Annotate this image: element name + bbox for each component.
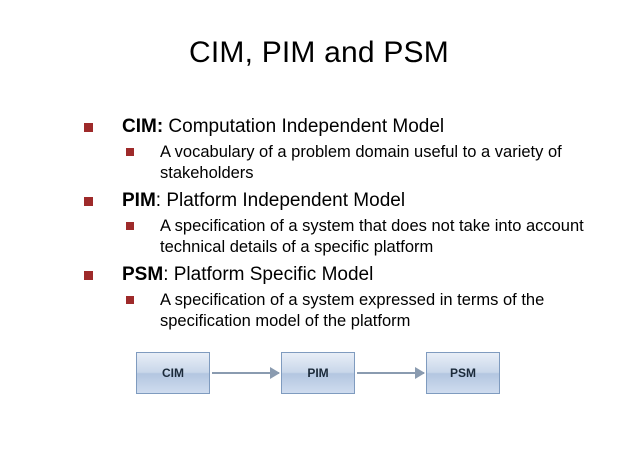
sub-bullet-item-pim: A specification of a system that does no…: [78, 216, 598, 258]
arrow-pim-to-psm-icon: [357, 367, 425, 379]
sub-bullet-text-cim: A vocabulary of a problem domain useful …: [160, 143, 562, 182]
sub-bullet-text-pim: A specification of a system that does no…: [160, 217, 584, 256]
square-bullet-icon: [84, 123, 93, 132]
bullet-term-psm: PSM: [122, 264, 164, 285]
square-bullet-icon: [84, 197, 93, 206]
arrow-head: [270, 367, 280, 379]
arrow-cim-to-pim-icon: [212, 367, 280, 379]
slide-body: CIM: Computation Independent Model A voc…: [78, 114, 598, 336]
bullet-item-pim: PIM: Platform Independent Model: [78, 188, 598, 214]
diagram-node-cim: CIM: [136, 352, 210, 394]
sub-bullet-item-cim: A vocabulary of a problem domain useful …: [78, 142, 598, 184]
diagram-node-pim: PIM: [281, 352, 355, 394]
page-title: CIM, PIM and PSM: [189, 36, 449, 69]
diagram-node-psm: PSM: [426, 352, 500, 394]
square-bullet-icon: [126, 222, 134, 230]
arrow-shaft: [357, 372, 424, 374]
square-bullet-icon: [126, 148, 134, 156]
bullet-term-cim: CIM:: [122, 116, 164, 137]
sub-bullet-text-psm: A specification of a system expressed in…: [160, 291, 545, 330]
bullet-text-cim: Computation Independent Model: [163, 116, 445, 137]
square-bullet-icon: [84, 271, 93, 280]
pipeline-diagram: CIM PIM PSM: [136, 352, 500, 394]
arrow-shaft: [212, 372, 279, 374]
bullet-item-psm: PSM: Platform Specific Model: [78, 262, 598, 288]
arrow-head: [415, 367, 425, 379]
bullet-item-cim: CIM: Computation Independent Model: [78, 114, 598, 140]
bullet-text-pim: : Platform Independent Model: [155, 190, 406, 211]
bullet-term-pim: PIM: [122, 190, 156, 211]
bullet-text-psm: : Platform Specific Model: [163, 264, 374, 285]
sub-bullet-item-psm: A specification of a system expressed in…: [78, 290, 598, 332]
square-bullet-icon: [126, 296, 134, 304]
